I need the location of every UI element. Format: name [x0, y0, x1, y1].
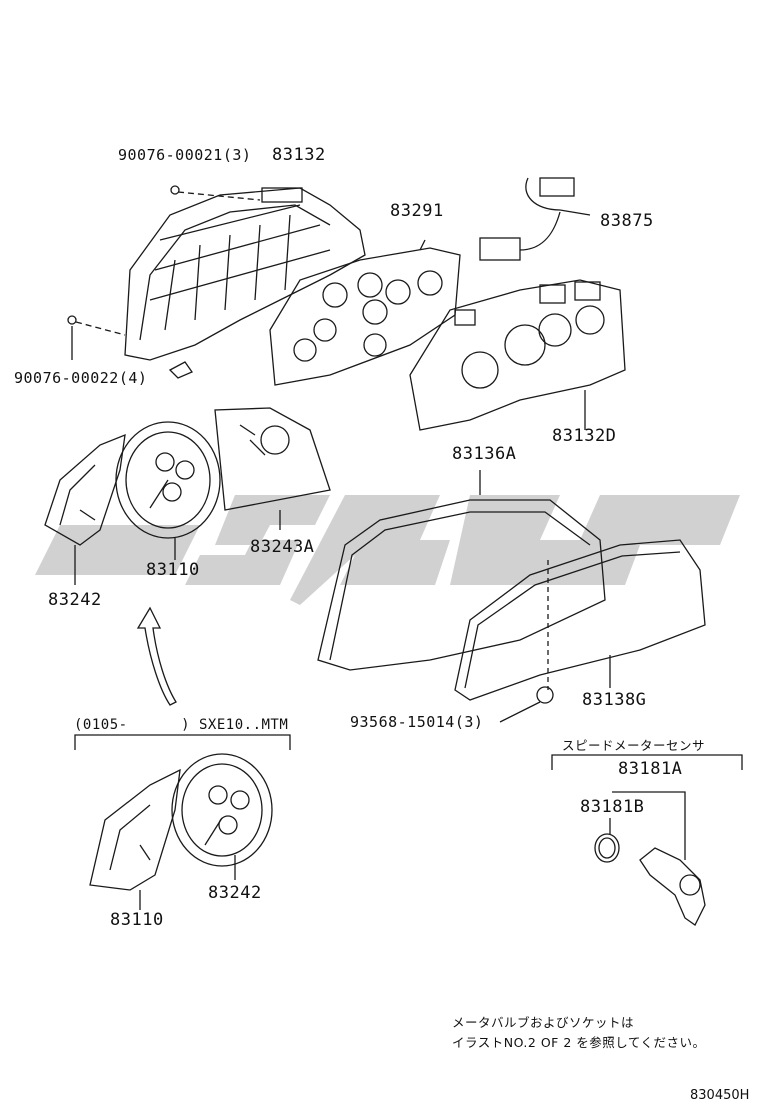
- label-83181B: 83181B: [580, 797, 645, 817]
- speed-sensor-83181A: [612, 791, 706, 926]
- meter-lens-83138G: [454, 539, 706, 701]
- tachometer-83242-top: [44, 433, 126, 585]
- note-line-1: メータバルブおよびソケットは: [452, 1015, 635, 1030]
- label-83132: 83132: [272, 145, 326, 165]
- label-bolt-90076-00022: 90076-00022(4): [14, 369, 148, 387]
- note-line-2: イラストNO.2 OF 2 を参照してください。: [452, 1035, 706, 1050]
- tachometer-83242-bottom: [171, 753, 273, 880]
- label-variant-note: (0105- ) SXE10..MTM: [74, 717, 289, 733]
- screw-93568-15014: [499, 560, 554, 723]
- label-83181A: 83181A: [618, 759, 683, 779]
- bolt-90076-00021: [170, 185, 261, 201]
- label-bolt-90076-00021: 90076-00021(3): [118, 146, 252, 164]
- label-83136A: 83136A: [452, 444, 517, 464]
- o-ring-83181B: [594, 818, 620, 863]
- variant-bracket: [74, 734, 291, 750]
- drawing-code: 830450H: [690, 1088, 750, 1103]
- sensor-bracket: [551, 754, 743, 770]
- variant-arrow: [136, 606, 177, 706]
- watermark-logo: [35, 495, 740, 605]
- label-83875: 83875: [600, 211, 654, 231]
- label-screw-93568: 93568-15014(3): [350, 713, 484, 731]
- dial-83243A: [214, 407, 331, 530]
- label-83242-bottom: 83242: [208, 883, 262, 903]
- printed-circuit-83291: [269, 239, 461, 386]
- label-83110-top: 83110: [146, 560, 200, 580]
- meter-glass-83136A: [317, 470, 606, 671]
- label-83243A: 83243A: [250, 537, 315, 557]
- label-speed-sensor-jp: スピードメーターセンサ: [562, 738, 706, 753]
- speedometer-83110-bottom: [89, 768, 181, 910]
- label-83291: 83291: [390, 201, 444, 221]
- meter-housing-83132: [124, 187, 366, 379]
- label-83110-bottom: 83110: [110, 910, 164, 930]
- wire-harness-83875: [479, 177, 591, 261]
- label-83138G: 83138G: [582, 690, 647, 710]
- label-83242-top: 83242: [48, 590, 102, 610]
- meter-case-83132D: [409, 279, 626, 431]
- label-83132D: 83132D: [552, 426, 617, 446]
- bolt-90076-00022: [67, 315, 126, 360]
